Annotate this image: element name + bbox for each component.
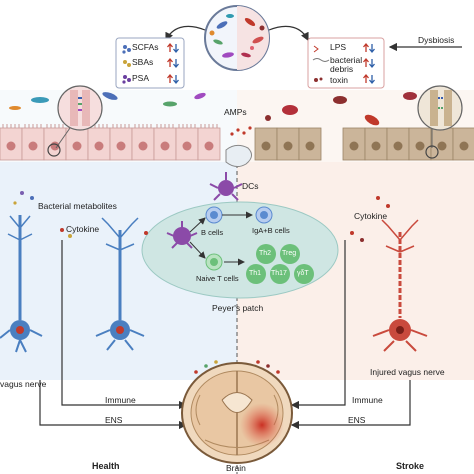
ens-right-label: ENS: [348, 415, 366, 425]
cell-nucleus: [349, 141, 359, 151]
stroke-label: Stroke: [396, 461, 425, 471]
cell-nucleus: [72, 141, 82, 151]
brain-section: [181, 362, 293, 464]
ens-pathway-left: [39, 380, 188, 430]
th1-label: Th1: [249, 270, 262, 277]
bacterial-metabolites-label: Bacterial metabolites: [38, 201, 117, 211]
injured-vagus-neuron: [372, 219, 428, 352]
tight-junction-zoom-left: [47, 85, 103, 157]
legend-debris-label: debris: [330, 64, 354, 74]
dysbiotic-bacteria: [265, 92, 417, 126]
cell-nucleus: [138, 141, 148, 151]
immune-pathway-right: [290, 240, 346, 410]
brain-label: Brain: [226, 463, 246, 473]
health-label: Health: [92, 461, 120, 471]
legend-scfas-label: SCFAs: [132, 42, 159, 52]
vagus-nerve-label: vagus nerve: [0, 379, 47, 389]
damaged-epithelium: [254, 127, 474, 161]
cell-nucleus: [393, 141, 403, 151]
vagus-neuron-left: [0, 215, 43, 353]
arrow-up-icon: [167, 73, 173, 83]
stroke-lesion: [240, 403, 284, 447]
cell-nucleus: [116, 141, 126, 151]
arrow-up-icon: [167, 42, 173, 52]
amps-label: AMPs: [224, 107, 247, 117]
cell-nucleus: [261, 141, 271, 151]
vagus-neuron-center: [95, 217, 145, 351]
arrow-to-left-legend: [165, 25, 206, 42]
gdt-label: γδT: [297, 270, 309, 277]
cell-nucleus: [459, 141, 469, 151]
ens-pathway-right: [290, 380, 411, 430]
arrow-down-icon: [369, 59, 375, 69]
cytokine-right-label: Cytokine: [354, 211, 388, 221]
legend-right-icons: [312, 45, 330, 82]
b-cells-label: B cells: [201, 228, 224, 237]
cell-nucleus: [160, 141, 170, 151]
arrow-down-icon: [369, 75, 375, 85]
peyers-patch-cells: [166, 206, 314, 284]
arrow-down-icon: [369, 44, 375, 54]
microbiome-circle: [204, 5, 270, 71]
arrow-up-icon: [363, 42, 369, 52]
cell-nucleus: [415, 141, 425, 151]
legend-psa-label: PSA: [132, 73, 150, 83]
dysbiosis-label: Dysbiosis: [418, 35, 455, 45]
cell-nucleus: [305, 141, 315, 151]
arrow-to-right-legend: [268, 25, 309, 42]
healthy-epithelium: [0, 124, 221, 161]
arrow-down-icon: [173, 59, 179, 69]
cell-nucleus: [371, 141, 381, 151]
cell-nucleus: [6, 141, 16, 151]
arrow-up-icon: [363, 73, 369, 83]
tight-junction-zoom-right: [417, 85, 463, 159]
naive-t-cells-label: Naive T cells: [196, 274, 239, 283]
iga-b-cells-label: IgA+B cells: [252, 226, 290, 235]
legend-arrows: [167, 42, 375, 85]
peyers-patch-label: Peyer's patch: [212, 303, 264, 313]
healthy-bacteria: [9, 92, 206, 110]
arrow-up-icon: [363, 57, 369, 67]
cell-nucleus: [204, 141, 214, 151]
dcs-label: DCs: [242, 181, 259, 191]
legend-sbas-label: SBAs: [132, 57, 154, 67]
legend-left-box: [115, 37, 185, 89]
peyers-patch: [141, 201, 339, 299]
arrow-up-icon: [167, 57, 173, 67]
cell-nucleus: [283, 141, 293, 151]
th2-label: Th2: [259, 250, 272, 257]
injured-vagus-label: Injured vagus nerve: [370, 367, 445, 377]
dc-to-t-arrow: [189, 241, 206, 259]
th17-label: Th17: [271, 270, 287, 277]
dc-to-b-arrow: [189, 217, 206, 233]
metabolite-dots: [13, 191, 390, 242]
legend-lps-label: LPS: [330, 42, 347, 52]
arrow-down-icon: [173, 75, 179, 85]
cytokine-left-label: Cytokine: [66, 224, 100, 234]
immune-left-label: Immune: [105, 395, 136, 405]
immune-right-label: Immune: [352, 395, 383, 405]
arrow-down-icon: [173, 44, 179, 54]
cell-nucleus: [182, 141, 192, 151]
amp-dots: [230, 126, 252, 136]
cell-nucleus: [437, 141, 447, 151]
legend-left-icons: [122, 45, 131, 84]
cell-nucleus: [28, 141, 38, 151]
cell-nucleus: [94, 141, 104, 151]
brain-signal-dots: [194, 360, 280, 374]
legend-bacterial-label: bacterial: [330, 55, 363, 65]
ens-left-label: ENS: [105, 415, 123, 425]
legend-toxin-label: toxin: [330, 75, 348, 85]
immune-pathway-left: [61, 240, 188, 410]
dendritic-cell: [209, 144, 252, 201]
treg-label: Treg: [282, 250, 297, 257]
